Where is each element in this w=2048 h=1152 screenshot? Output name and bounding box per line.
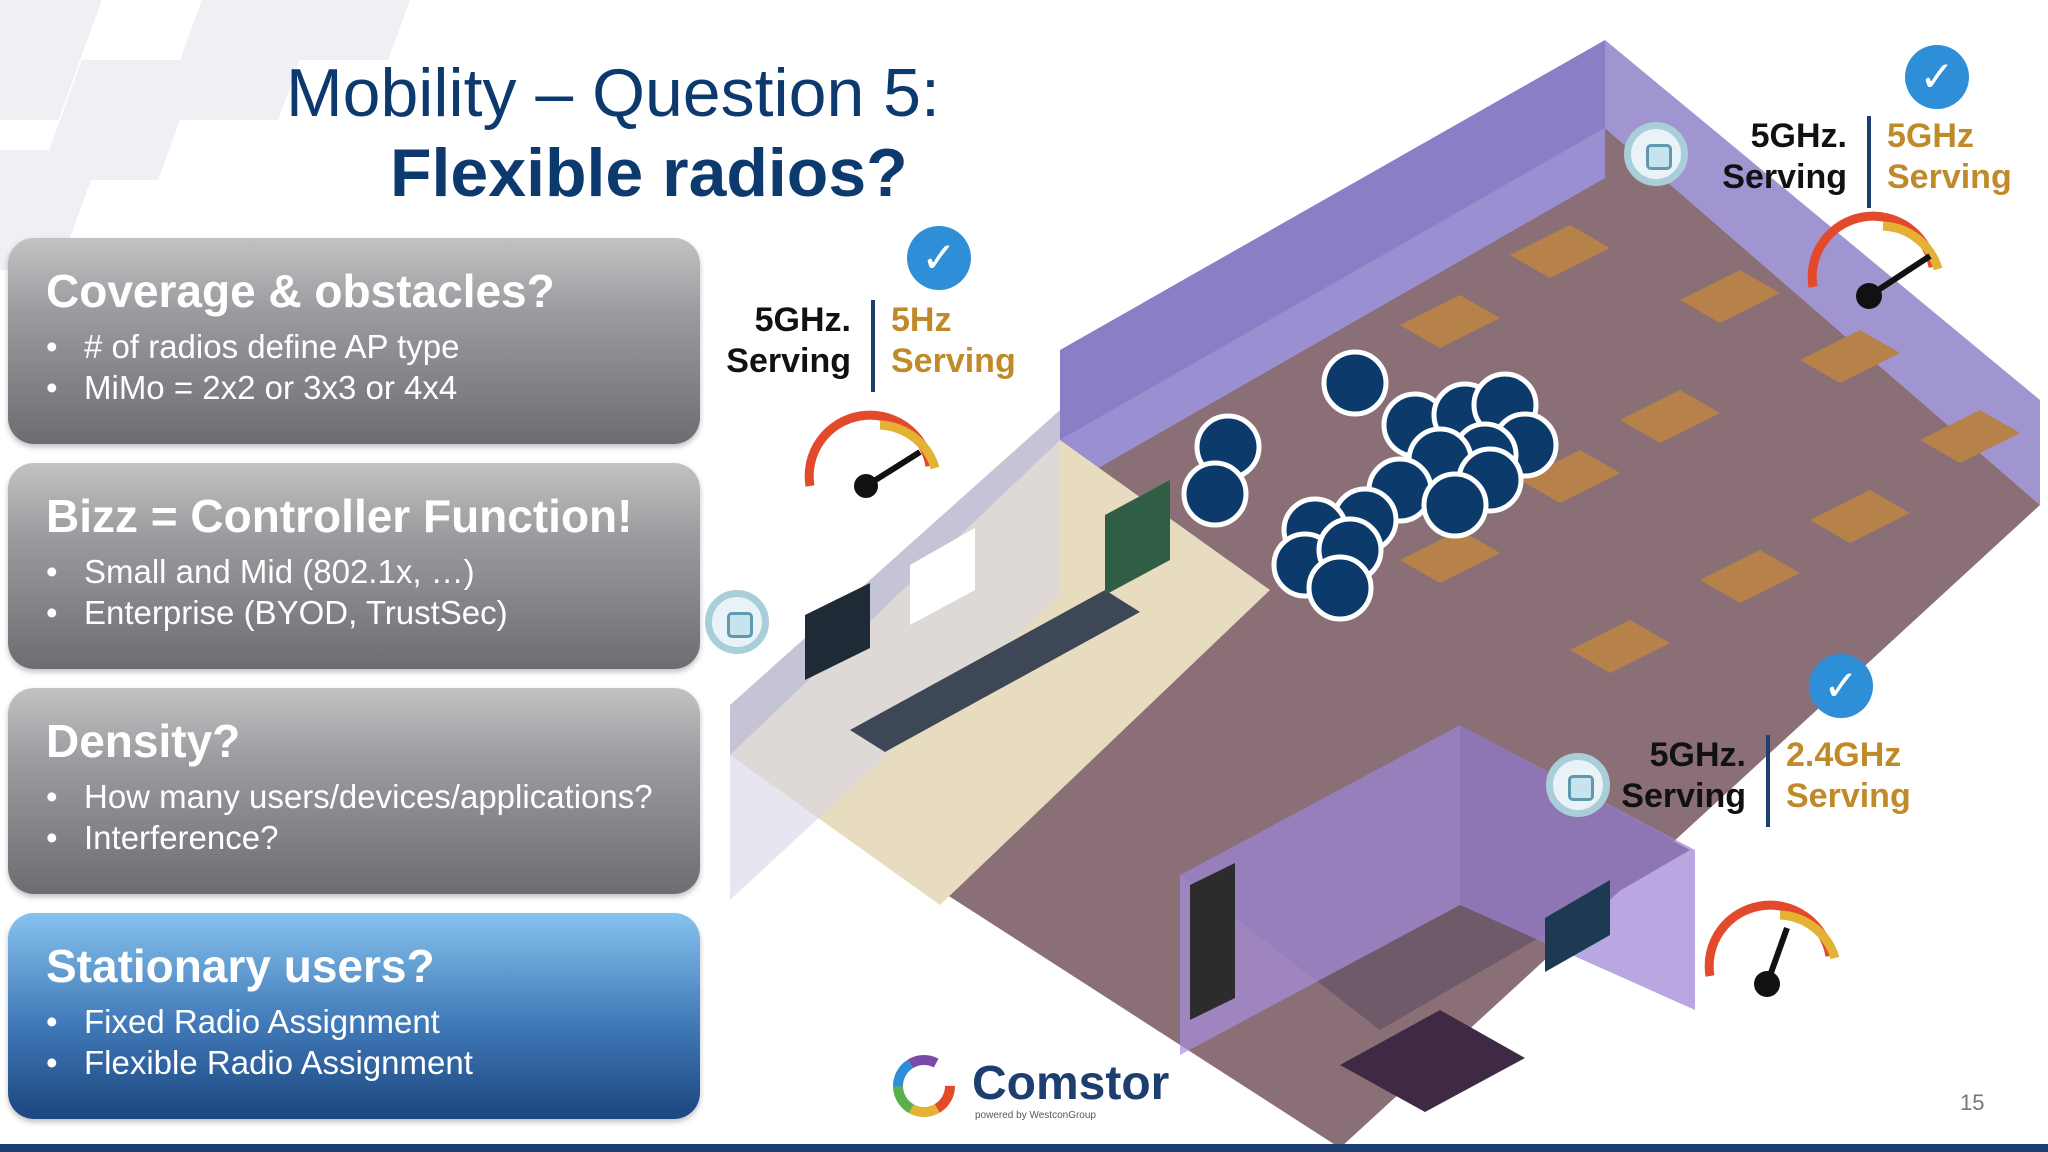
bullet-list: How many users/devices/applications? Int… <box>46 776 653 858</box>
back-wall-upper <box>1060 40 1605 440</box>
divider <box>871 300 875 392</box>
access-point-icon <box>705 590 769 654</box>
access-point-icon <box>1546 753 1610 817</box>
back-wall-right <box>1605 40 2040 505</box>
panel-coverage: Coverage & obstacles? # of radios define… <box>8 238 700 444</box>
gauge-icon <box>1807 211 1943 309</box>
brand-name: Comstor <box>972 1057 1170 1110</box>
bullet-item: MiMo = 2x2 or 3x3 or 4x4 <box>46 367 460 408</box>
panel-stationary-users: Stationary users? Fixed Radio Assignment… <box>8 913 700 1119</box>
footer-bar <box>0 1144 2048 1152</box>
lounge-wall-right <box>1460 725 1695 1010</box>
band-left: 5GHz.Serving <box>726 301 851 380</box>
whiteboard <box>910 528 975 625</box>
bullet-item: Interference? <box>46 817 653 858</box>
bullet-item: Small and Mid (802.1x, …) <box>46 551 508 592</box>
slide-title-line1: Mobility – Question 5: <box>286 55 940 131</box>
bullet-item: How many users/devices/applications? <box>46 776 653 817</box>
check-icon: ✓ <box>907 226 971 290</box>
gauge-icon <box>804 410 940 498</box>
slide-title-line2: Flexible radios? <box>390 135 908 211</box>
office-floor <box>730 128 2040 1148</box>
wall-painting <box>1105 480 1170 595</box>
bullet-list: Fixed Radio Assignment Flexible Radio As… <box>46 1001 473 1083</box>
bullet-list: # of radios define AP type MiMo = 2x2 or… <box>46 326 460 408</box>
desks <box>1400 225 2020 673</box>
divider <box>1867 116 1871 208</box>
panel-title: Coverage & obstacles? <box>46 265 555 317</box>
wall-tv <box>805 583 870 680</box>
conference-room-wall <box>730 440 1060 900</box>
divider <box>1766 735 1770 827</box>
panel-title: Stationary users? <box>46 940 435 992</box>
brand-tagline: powered by WestconGroup <box>975 1110 1096 1121</box>
panel-controller: Bizz = Controller Function! Small and Mi… <box>8 463 700 669</box>
check-icon: ✓ <box>1905 45 1969 109</box>
lounge-wall-left <box>1180 725 1460 1055</box>
lounge-sofa <box>1545 880 1610 972</box>
page-number: 15 <box>1960 1090 1985 1115</box>
bullet-item: Enterprise (BYOD, TrustSec) <box>46 592 508 633</box>
access-point-icon <box>1624 122 1688 186</box>
bookshelf <box>1190 863 1235 1020</box>
conference-table <box>850 590 1140 752</box>
band-left: 5GHz.Serving <box>1722 117 1847 196</box>
panel-title: Density? <box>46 715 241 767</box>
panel-title: Bizz = Controller Function! <box>46 490 633 542</box>
back-wall-left <box>1060 128 1605 490</box>
bullet-item: # of radios define AP type <box>46 326 460 367</box>
user-cluster <box>1181 349 1559 622</box>
comstor-logo <box>893 1055 955 1117</box>
check-icon: ✓ <box>1809 654 1873 718</box>
panel-density: Density? How many users/devices/applicat… <box>8 688 700 894</box>
gauge-icon <box>1704 900 1840 997</box>
bullet-list: Small and Mid (802.1x, …) Enterprise (BY… <box>46 551 508 633</box>
band-left: 5GHz.Serving <box>1621 736 1746 815</box>
lounge-rug <box>1340 1010 1525 1112</box>
bullet-item: Fixed Radio Assignment <box>46 1001 473 1042</box>
bullet-item: Flexible Radio Assignment <box>46 1042 473 1083</box>
